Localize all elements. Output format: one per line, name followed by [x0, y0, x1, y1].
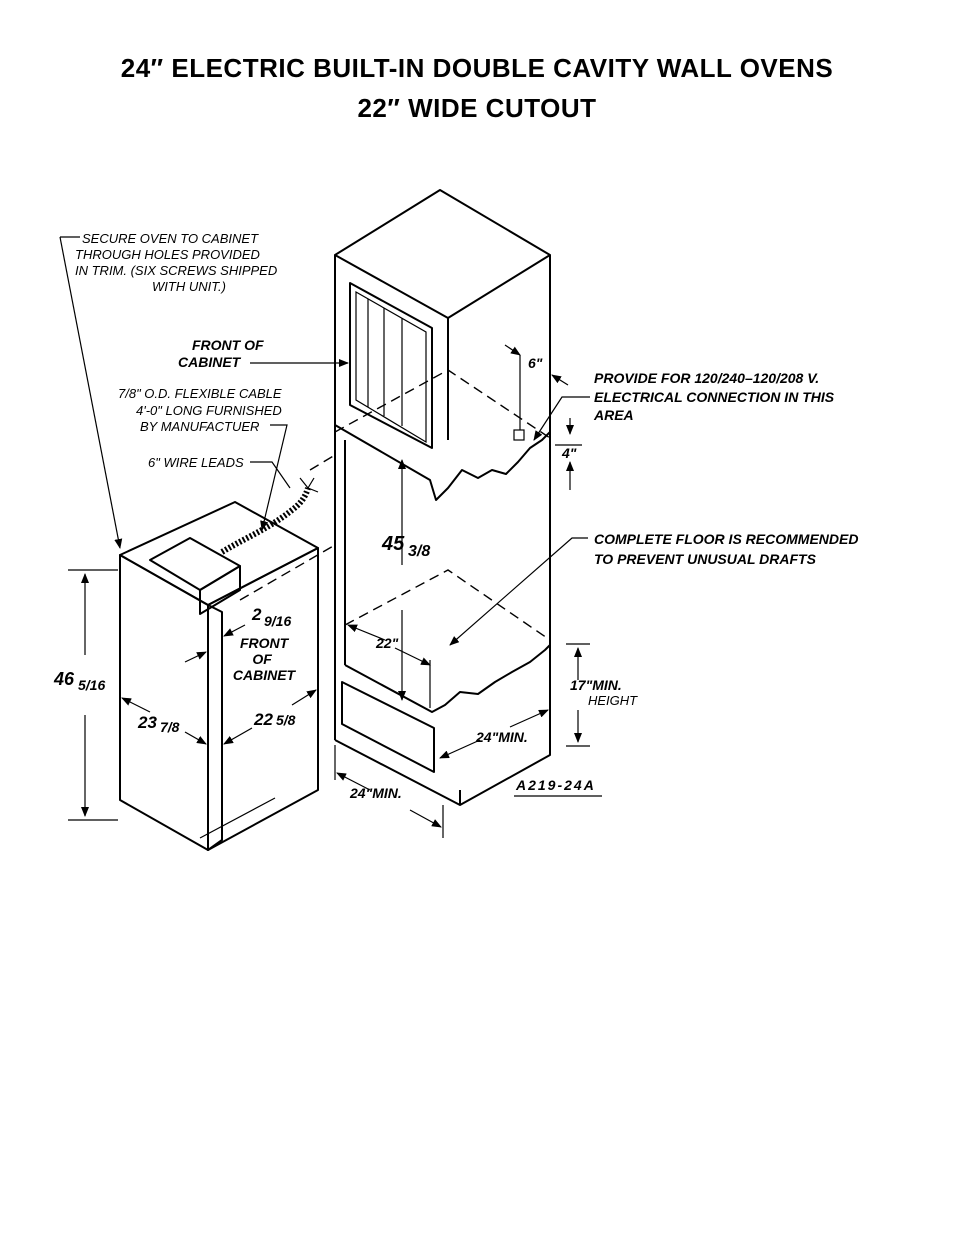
dim-cutout-height-frac: 3/8: [408, 543, 430, 560]
note-complete-floor: COMPLETE FLOOR IS RECOMMENDED TO PREVENT…: [594, 531, 862, 567]
oven-front: [119, 554, 209, 851]
drawer: [341, 681, 435, 773]
dimension-lines: [59, 236, 590, 839]
note-provide-for: PROVIDE FOR 120/240–120/208 V. ELECTRICA…: [593, 370, 838, 423]
oven-drawing: [119, 454, 336, 851]
junction-box: [149, 537, 241, 591]
title-line-1: 24″ ELECTRIC BUILT-IN DOUBLE CAVITY WALL…: [120, 53, 834, 83]
drawing-id: A219-24A: [515, 777, 596, 793]
cabinet-drawing: [334, 189, 551, 806]
note-min-height: 17"MIN.: [570, 677, 622, 693]
dim-top-gap: 6": [528, 355, 543, 371]
dim-oven-width-frac: 7/8: [160, 719, 180, 735]
dim-cutout-height-whole: 45: [381, 533, 405, 555]
dim-trim-whole: 2: [251, 605, 262, 624]
upper-opening: [349, 282, 433, 449]
note-height-word: HEIGHT: [588, 693, 638, 708]
dim-oven-depth-frac: 5/8: [276, 712, 296, 728]
note-front-of-cabinet-top: FRONT OF CABINET: [178, 337, 267, 370]
flexible-cable: [220, 487, 311, 555]
note-flexible-cable: 7/8" O.D. FLEXIBLE CABLE 4'-0" LONG FURN…: [118, 386, 285, 434]
note-front-of-cabinet-side: FRONT OF CABINET: [233, 635, 297, 683]
dim-oven-width-whole: 23: [137, 713, 157, 732]
dim-trim-frac: 9/16: [264, 613, 291, 629]
dim-oven-height-frac: 5/16: [78, 677, 105, 693]
dim-side-gap: 4": [561, 445, 577, 461]
note-wire-leads: 6" WIRE LEADS: [148, 455, 244, 470]
note-secure: SECURE OVEN TO CABINET THROUGH HOLES PRO…: [75, 231, 281, 294]
dim-oven-depth-whole: 22: [253, 710, 273, 729]
title-block: 24″ ELECTRIC BUILT-IN DOUBLE CAVITY WALL…: [0, 48, 954, 128]
dim-cutout-width: 22": [375, 635, 399, 651]
title-line-2: 22″ WIDE CUTOUT: [357, 93, 597, 123]
dim-oven-height-whole: 46: [53, 669, 75, 689]
dim-width-min: 24"MIN.: [349, 785, 402, 801]
dim-depth-min: 24"MIN.: [475, 729, 528, 745]
